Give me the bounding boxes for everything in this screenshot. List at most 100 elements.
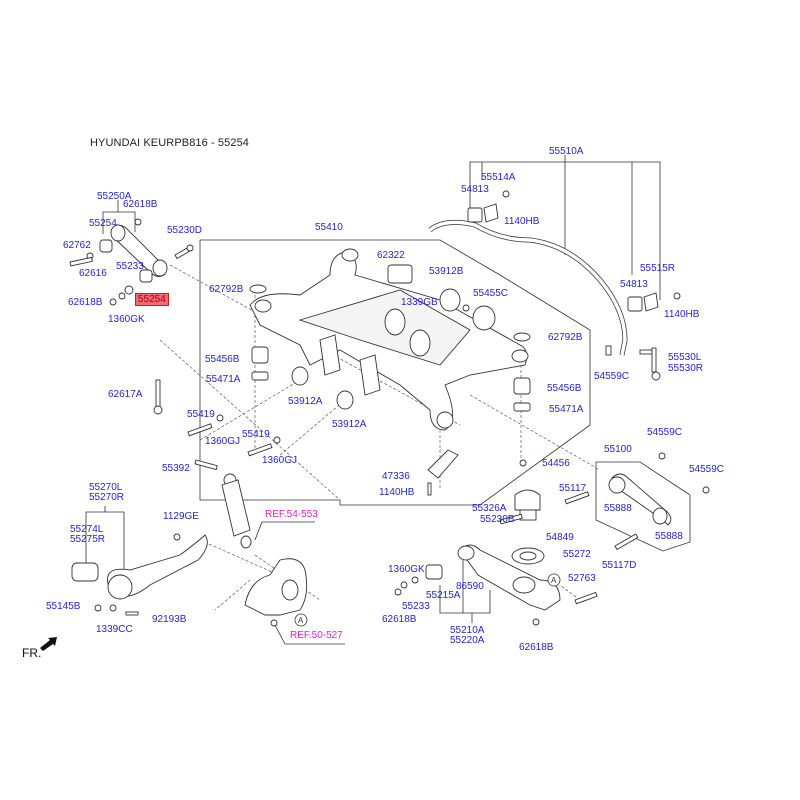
part-label[interactable]: 55274L <box>70 524 104 535</box>
plate-55471A-left <box>251 371 269 381</box>
part-label[interactable]: 55145B <box>46 601 81 612</box>
part-label[interactable]: 62618B <box>123 199 158 210</box>
part-label[interactable]: 55456B <box>205 354 240 365</box>
part-label[interactable]: 1140HB <box>664 309 700 320</box>
part-label[interactable]: 55471A <box>206 374 241 385</box>
bushing-53912A-left <box>291 366 309 386</box>
plate-47336 <box>427 449 459 479</box>
part-label[interactable]: 1339GB <box>401 297 438 308</box>
part-label[interactable]: 55471A <box>549 404 584 415</box>
mount-62322 <box>387 264 413 284</box>
part-label[interactable]: 55250A <box>97 191 132 202</box>
part-label[interactable]: 1140HB <box>504 216 540 227</box>
bushing-55456B-right <box>513 377 531 395</box>
part-label[interactable]: 62618B <box>382 614 417 625</box>
bushing-55274L <box>71 562 99 582</box>
part-label[interactable]: 53912A <box>288 396 323 407</box>
subframe-group-box <box>199 239 591 506</box>
bushing-55455C <box>472 305 496 331</box>
part-label[interactable]: 53912B <box>429 266 464 277</box>
part-label[interactable]: 54559C <box>689 464 725 475</box>
part-label[interactable]: 55419 <box>187 409 215 420</box>
rear-subframe <box>249 248 529 431</box>
part-label[interactable]: 55530L <box>668 352 702 363</box>
part-label[interactable]: 62618B <box>519 642 554 653</box>
part-label[interactable]: 55230D <box>167 225 203 236</box>
part-label[interactable]: 55888 <box>604 503 632 514</box>
part-label[interactable]: 62792B <box>548 332 583 343</box>
trailing-arm-55270 <box>71 533 208 616</box>
part-label[interactable]: 54559C <box>647 427 683 438</box>
part-label[interactable]: 62762 <box>63 240 91 251</box>
part-label[interactable]: 52763 <box>568 573 596 584</box>
shock-absorber <box>194 459 252 549</box>
part-label[interactable]: 55220A <box>450 635 485 646</box>
part-label[interactable]: 1360GK <box>108 314 145 325</box>
part-label[interactable]: 55117 <box>559 483 587 494</box>
part-label[interactable]: 54813 <box>461 184 489 195</box>
part-label[interactable]: 55215A <box>426 590 461 601</box>
part-label[interactable]: 47336 <box>382 471 410 482</box>
part-label[interactable]: 55514A <box>481 172 516 183</box>
highlighted-part-label[interactable]: 55254 <box>135 293 169 306</box>
part-label[interactable]: 53912A <box>332 419 367 430</box>
callout-a-knuckle <box>294 613 308 627</box>
part-label[interactable]: 92193B <box>152 614 187 625</box>
part-label[interactable]: 54456 <box>542 458 570 469</box>
part-label[interactable]: 55233 <box>402 601 430 612</box>
upper-arm-group-box <box>595 461 691 552</box>
part-label[interactable]: 55392 <box>162 463 190 474</box>
part-label[interactable]: 55275R <box>70 534 106 545</box>
part-label[interactable]: 54813 <box>620 279 648 290</box>
part-label[interactable]: 62322 <box>377 250 405 261</box>
front-indicator: FR. <box>22 646 42 660</box>
bushing-55456B-left <box>251 346 269 364</box>
part-label[interactable]: 62617A <box>108 389 143 400</box>
stabilizer-bar <box>186 190 681 381</box>
part-label[interactable]: 55210A <box>450 625 485 636</box>
part-label[interactable]: 55270L <box>89 482 123 493</box>
part-label[interactable]: 55272 <box>563 549 591 560</box>
part-label[interactable]: 62618B <box>68 297 103 308</box>
part-label[interactable]: 54559C <box>594 371 630 382</box>
part-label[interactable]: 1360GJ <box>262 455 298 466</box>
part-label[interactable]: 55230B <box>480 514 515 525</box>
part-label[interactable]: 55888 <box>655 531 683 542</box>
reference-link-shock[interactable]: REF.54-553 <box>265 509 318 520</box>
part-label[interactable]: 55419 <box>242 429 270 440</box>
diagram-title: HYUNDAI KEURPB816 - 55254 <box>90 137 250 149</box>
bushing-53912A-right <box>336 390 354 410</box>
reference-link-knuckle[interactable]: REF.50-527 <box>290 630 343 641</box>
part-label[interactable]: 55515R <box>640 263 676 274</box>
callout-letter: A <box>298 616 304 625</box>
part-label[interactable]: 55510A <box>549 146 584 157</box>
callout-letter: A <box>551 576 557 585</box>
callout-a-lower-arm <box>547 573 561 587</box>
part-label[interactable]: 62616 <box>79 268 107 279</box>
part-label[interactable]: 55254 <box>89 218 117 229</box>
part-label[interactable]: 1140HB <box>379 487 415 498</box>
part-label[interactable]: 55233 <box>116 261 144 272</box>
part-label[interactable]: 55410 <box>315 222 343 233</box>
part-label[interactable]: 55100 <box>604 444 632 455</box>
part-label[interactable]: 62792B <box>209 284 244 295</box>
part-label[interactable]: 1129GE <box>163 511 199 522</box>
front-arrow-icon <box>40 637 57 651</box>
part-label[interactable]: 55270R <box>89 492 125 503</box>
part-label[interactable]: 55326A <box>472 503 507 514</box>
bolt-62617A <box>155 379 161 411</box>
part-label[interactable]: 1360GK <box>388 564 425 575</box>
bump-stop-55326A <box>514 489 541 511</box>
part-label[interactable]: 55117D <box>602 560 637 571</box>
washer-62792B-left <box>249 284 267 294</box>
part-label[interactable]: 55456B <box>547 383 582 394</box>
part-label[interactable]: 1339CC <box>96 624 133 635</box>
part-label[interactable]: 55455C <box>473 288 509 299</box>
part-label[interactable]: 55530R <box>668 363 704 374</box>
upper-arm-55100 <box>564 452 710 551</box>
part-label[interactable]: 86590 <box>456 581 484 592</box>
upper-lateral-arm <box>69 218 190 306</box>
part-label[interactable]: 54849 <box>546 532 574 543</box>
part-label[interactable]: 1360GJ <box>205 436 241 447</box>
